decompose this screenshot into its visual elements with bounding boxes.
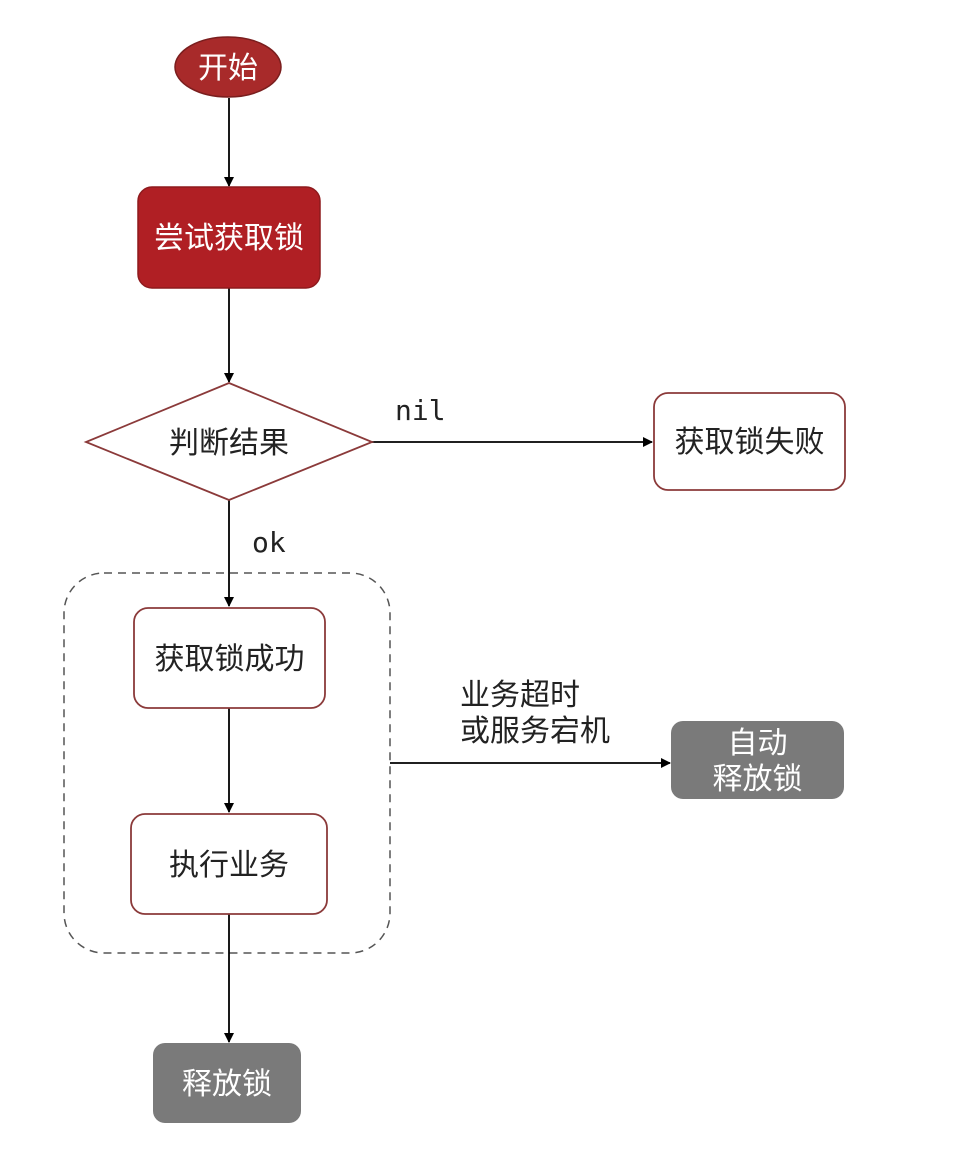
auto-release-node-label-line1: 自动 [728, 726, 788, 761]
lock-success-node: 获取锁成功 [133, 607, 326, 709]
auto-release-node-label-line2: 释放锁 [713, 762, 803, 797]
try-lock-node: 尝试获取锁 [137, 186, 321, 289]
try-lock-node-label: 尝试获取锁 [154, 221, 304, 256]
release-lock-node: 释放锁 [153, 1043, 301, 1123]
start-node: 开始 [174, 36, 282, 98]
release-lock-node-label: 释放锁 [182, 1067, 272, 1102]
judge-decision-label: 判断结果 [169, 426, 289, 461]
edge-label-timeout-line1: 业务超时 [460, 678, 580, 713]
edge-label-timeout-line2: 或服务宕机 [460, 714, 610, 749]
edge-label-nil: nil [395, 394, 446, 427]
auto-release-node: 自动 释放锁 [671, 721, 844, 799]
judge-decision-node: 判断结果 [83, 382, 375, 501]
lock-fail-node-label: 获取锁失败 [675, 425, 825, 460]
execute-business-node-label: 执行业务 [169, 848, 289, 883]
edge-label-ok: ok [252, 526, 286, 559]
execute-business-node: 执行业务 [130, 813, 328, 915]
start-node-label: 开始 [198, 51, 258, 86]
lock-fail-node: 获取锁失败 [653, 392, 846, 491]
lock-success-node-label: 获取锁成功 [155, 642, 305, 677]
